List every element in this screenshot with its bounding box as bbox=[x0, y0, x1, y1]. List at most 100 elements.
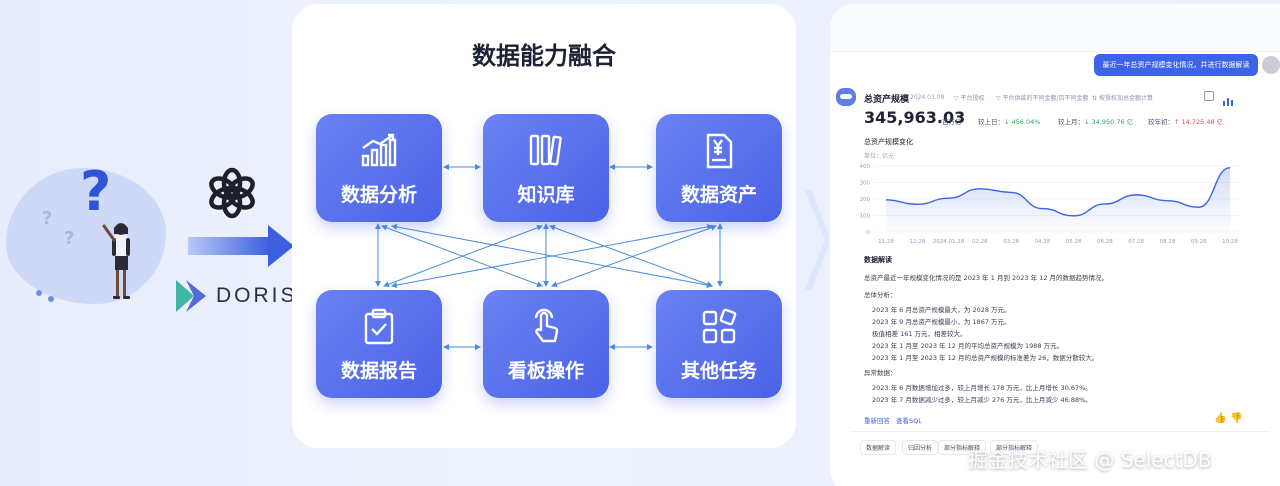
capability-fusion-card: 数据能力融合 数 bbox=[292, 4, 796, 448]
decor-dot bbox=[48, 296, 54, 302]
anomaly-item: 2023 年 7 月数据减少过多，较上月减少 276 万元，比上月减少 46.8… bbox=[872, 396, 1092, 404]
area-fill bbox=[886, 167, 1230, 232]
comparison-label: 较年初： bbox=[1148, 118, 1174, 126]
x-tick-label: 05.28 bbox=[1066, 239, 1082, 245]
box-label: 知识库 bbox=[517, 184, 575, 206]
metric-name: 总资产规模 bbox=[864, 95, 910, 105]
x-tick-label: 09.28 bbox=[1191, 239, 1207, 245]
bar-chart-icon bbox=[316, 132, 442, 172]
yen-document-icon bbox=[656, 132, 782, 174]
person-figure bbox=[102, 223, 130, 299]
user-message-bubble: 最近一年总资产规模变化情况，并进行数据解读 bbox=[1094, 54, 1258, 76]
overall-item: 极值相差 161 万元，相差较大。 bbox=[872, 330, 967, 338]
thumbs-down-icon[interactable]: 👎 bbox=[1230, 413, 1243, 424]
comparison-day: 较上日：↓ 456.04% bbox=[978, 116, 1040, 126]
series-line bbox=[885, 166, 1231, 217]
x-tick-label: 02.28 bbox=[972, 239, 988, 245]
anomaly-heading: 异常数据： bbox=[864, 369, 897, 377]
user-avatar bbox=[1262, 56, 1280, 74]
y-tick-label: 300 bbox=[860, 181, 871, 187]
comparison-value: ↓ 456.04% bbox=[1004, 118, 1041, 126]
metric-value: 345,963.03 bbox=[864, 108, 966, 127]
filter-tag[interactable]: ▽ 平台供款的不同金额/百不同金额 bbox=[996, 95, 1089, 102]
doris-brand-text: DORIS bbox=[216, 284, 298, 307]
x-tick-label: 10.28 bbox=[1222, 239, 1238, 245]
chart-type-icon[interactable] bbox=[1222, 91, 1236, 106]
box-dashboard-ops[interactable]: 看板操作 bbox=[483, 290, 609, 398]
tap-hand-icon bbox=[483, 308, 609, 350]
anomaly-item: 2023 年 6 月数据增加过多，较上月增长 178 万元，比上月增长 30.6… bbox=[872, 384, 1092, 392]
box-data-report[interactable]: 数据报告 bbox=[316, 290, 442, 398]
filter-label: 平台供款的不同金额/百不同金额 bbox=[1002, 95, 1089, 102]
comparison-label: 较上月： bbox=[1058, 118, 1084, 126]
watermark: 掘金技术社区 @ SelectDB bbox=[968, 448, 1212, 472]
y-tick-label: 200 bbox=[860, 197, 871, 203]
card-title: 数据能力融合 bbox=[472, 42, 616, 70]
x-tick-label: 04.28 bbox=[1034, 239, 1050, 245]
divider bbox=[850, 431, 1270, 432]
grid-shapes-icon bbox=[656, 308, 782, 350]
overall-item: 2023 年 1 月至 2023 年 12 月的总资产规模的标准差为 26，数据… bbox=[872, 354, 1099, 362]
filter-label: 按授权加总金额计算 bbox=[1098, 95, 1153, 102]
tab-attribution[interactable]: 归因分析 bbox=[902, 440, 939, 455]
x-tick-label: 2024.01.28 bbox=[933, 239, 965, 245]
box-label: 其他任务 bbox=[680, 360, 757, 382]
overall-item: 2023 年 1 月至 2023 年 12 月的平均总资产规模为 1988 万元… bbox=[872, 342, 1064, 350]
box-label: 数据资产 bbox=[680, 184, 757, 206]
background-blob bbox=[6, 168, 166, 304]
chart-unit: 单位：亿元 bbox=[864, 153, 895, 160]
filter-tag[interactable]: ⇅ 按授权加总金额计算 bbox=[1092, 95, 1153, 102]
comparison-value: ↑ 14,725.48 亿 bbox=[1174, 118, 1224, 126]
comparison-ytd: 较年初：↑ 14,725.48 亿 bbox=[1148, 116, 1223, 126]
tab-metric-explain-2[interactable]: 部分指标解释 bbox=[990, 440, 1039, 455]
chat-header bbox=[830, 4, 1280, 52]
y-tick-label: 100 bbox=[860, 214, 871, 220]
box-data-analysis[interactable]: 数据分析 bbox=[316, 114, 442, 222]
x-tick-label: 06.28 bbox=[1097, 239, 1113, 245]
books-icon bbox=[483, 132, 609, 172]
box-label: 数据分析 bbox=[340, 184, 417, 206]
thumbs-up-icon[interactable]: 👍 bbox=[1214, 413, 1227, 424]
question-mark-icon: ? bbox=[42, 208, 53, 229]
download-icon[interactable] bbox=[1204, 91, 1214, 101]
overall-heading: 总体分析： bbox=[864, 291, 897, 299]
chat-panel: 最近一年总资产规模变化情况，并进行数据解读 总资产规模 2024.03.09 ▽… bbox=[830, 4, 1280, 486]
bot-avatar-icon bbox=[836, 88, 856, 106]
tab-metric-explain[interactable]: 部分指标解释 bbox=[938, 440, 987, 455]
x-tick-label: 07.28 bbox=[1128, 239, 1144, 245]
x-tick-label: 08.28 bbox=[1160, 239, 1176, 245]
view-sql-link[interactable]: 查看SQL bbox=[896, 417, 922, 425]
y-tick-label: 0 bbox=[867, 230, 871, 236]
metric-date: 2024.03.09 bbox=[910, 94, 945, 101]
chart-title: 总资产规模变化 bbox=[864, 138, 913, 146]
clipboard-check-icon bbox=[316, 308, 442, 350]
y-tick-label: 400 bbox=[860, 164, 871, 170]
box-label: 看板操作 bbox=[507, 360, 584, 382]
box-label: 数据报告 bbox=[340, 360, 417, 382]
tab-interpretation[interactable]: 数据解读 bbox=[860, 440, 897, 455]
flow-arrow-body bbox=[188, 237, 270, 255]
metric-unit: 百万亿 bbox=[942, 118, 962, 126]
comparison-value: ↓ 34,950.76 亿 bbox=[1084, 118, 1134, 126]
x-tick-label: 11.28 bbox=[878, 239, 894, 245]
x-tick-label: 12.28 bbox=[909, 239, 925, 245]
interpretation-intro: 总资产最近一年规模变化情况的是 2023 年 1 月到 2023 年 12 月的… bbox=[864, 274, 1109, 282]
decor-dot bbox=[36, 290, 42, 296]
question-mark-icon: ? bbox=[80, 160, 112, 223]
box-other-tasks[interactable]: 其他任务 bbox=[656, 290, 782, 398]
openai-logo-icon bbox=[209, 167, 255, 219]
comparison-month: 较上月：↓ 34,950.76 亿 bbox=[1058, 116, 1133, 126]
box-data-assets[interactable]: 数据资产 bbox=[656, 114, 782, 222]
filter-label: 平台授权 bbox=[960, 95, 985, 102]
question-mark-icon: ? bbox=[64, 228, 75, 249]
connection-lines bbox=[375, 164, 723, 350]
comparison-label: 较上日： bbox=[978, 118, 1004, 126]
overall-item: 2023 年 9 月总资产规模最小，为 1867 万元。 bbox=[872, 318, 1011, 326]
regenerate-link[interactable]: 重新回答 bbox=[864, 417, 890, 425]
filter-tag[interactable]: ▽ 平台授权 bbox=[954, 95, 985, 102]
asset-area-chart: 0 100 200 300 400 11.28 12.28 2024.01.28 02.28 03… bbox=[860, 164, 1242, 245]
chevron-right-icon bbox=[805, 188, 832, 292]
doris-logo-icon bbox=[176, 280, 206, 312]
box-knowledge-base[interactable]: 知识库 bbox=[483, 114, 609, 222]
x-tick-label: 03.28 bbox=[1003, 239, 1019, 245]
